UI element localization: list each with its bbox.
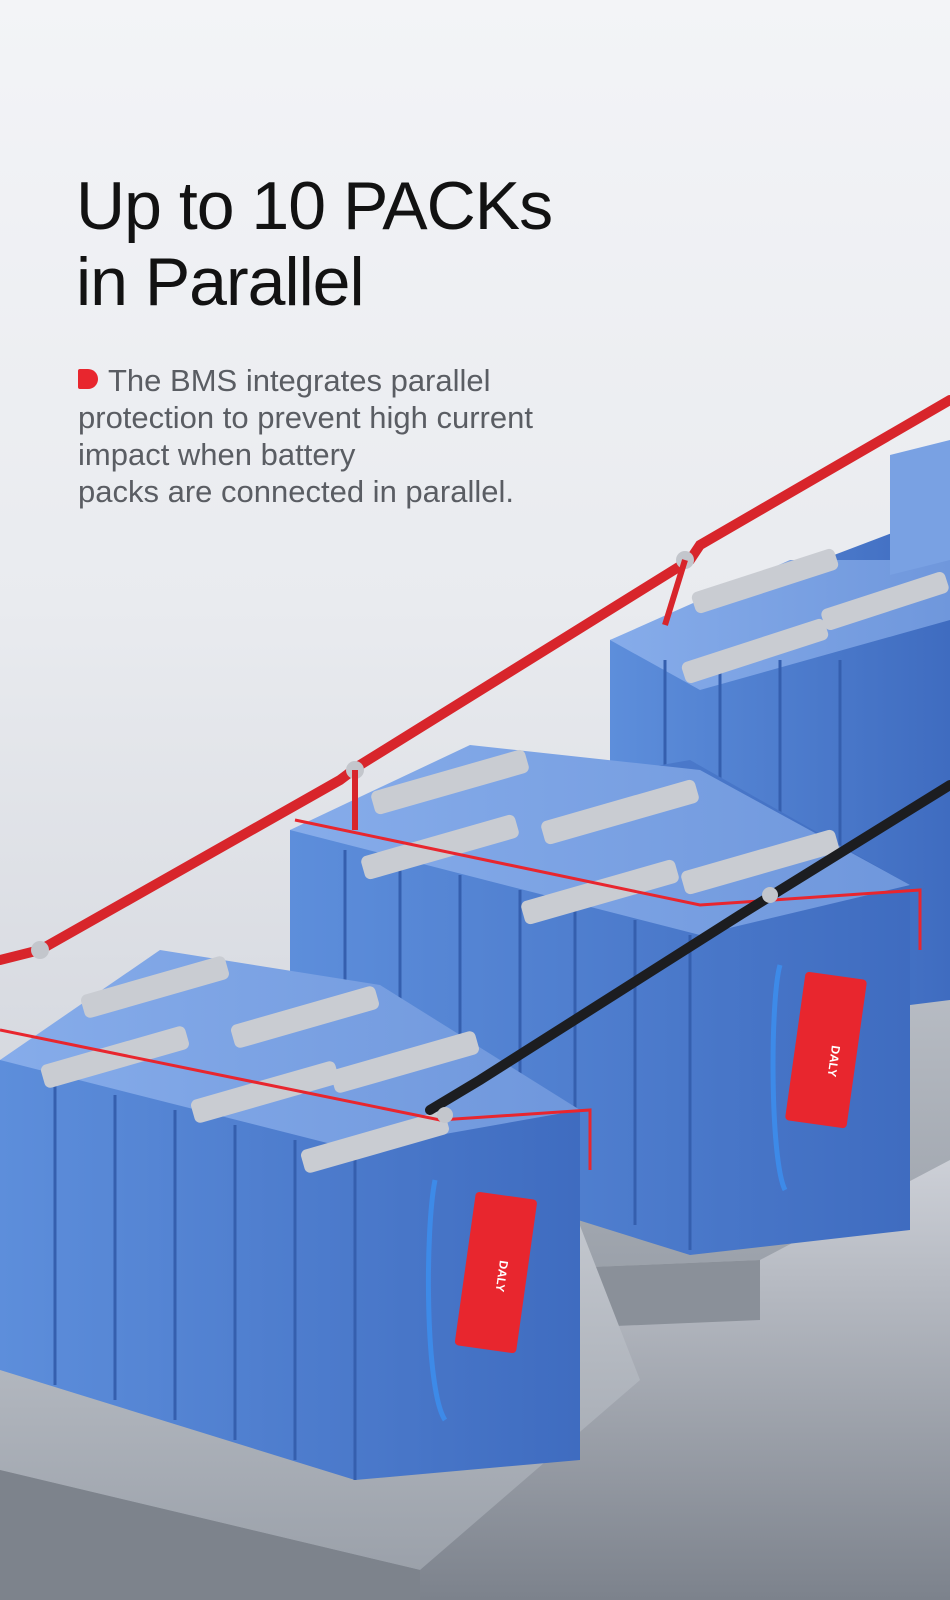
- bms-brand-label-middle: DALY: [825, 1045, 843, 1078]
- headline-line-1: Up to 10 PACKs: [76, 168, 553, 244]
- headline: Up to 10 PACKs in Parallel: [76, 168, 676, 320]
- headline-line-2: in Parallel: [76, 244, 365, 320]
- battery-pack-front: [0, 950, 592, 1480]
- description-line-2: protection to prevent high current: [78, 400, 533, 435]
- bms-board-middle: DALY: [770, 964, 867, 1192]
- bullet-icon: [78, 369, 98, 389]
- description: The BMS integrates parallel protection t…: [78, 362, 598, 510]
- description-line-4: packs are connected in parallel.: [78, 474, 514, 509]
- description-line-1: The BMS integrates parallel: [108, 363, 491, 398]
- bms-board-front: DALY: [425, 1179, 537, 1422]
- parallel-cable-red: [0, 395, 950, 965]
- description-line-3: impact when battery: [78, 437, 356, 472]
- parallel-cable-black: [425, 780, 950, 1123]
- bms-brand-label-front: DALY: [493, 1260, 511, 1293]
